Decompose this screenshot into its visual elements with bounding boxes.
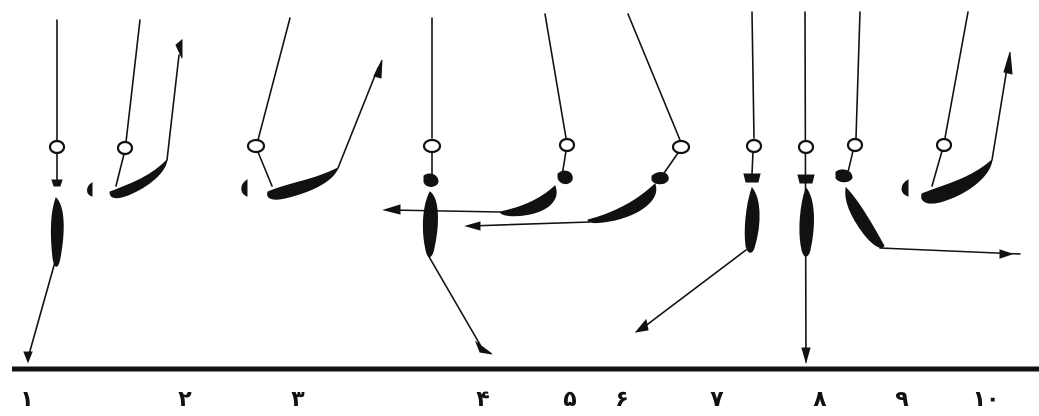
- frame-6-ring: [671, 139, 691, 155]
- frame-6-body: [587, 183, 657, 224]
- frame-4-head: [423, 173, 439, 187]
- frame-1-body: [50, 197, 64, 267]
- frame-9-link: [847, 150, 854, 173]
- frame-10-leg: [991, 61, 1009, 161]
- frame-label-5: ۵: [563, 387, 576, 412]
- frame-7-string: [751, 11, 755, 139]
- frame-label-4: ۴: [476, 387, 489, 412]
- frame-9-ring: [846, 137, 864, 153]
- frame-6-string: [627, 13, 681, 141]
- frame-label-3: ٣: [291, 387, 305, 412]
- frame-7-foot: [634, 318, 649, 333]
- frame-5-head: [557, 170, 573, 185]
- frame-6-head: [651, 172, 669, 185]
- frame-2-foot: [175, 38, 183, 59]
- frame-2: [87, 19, 183, 199]
- frame-1-head: [51, 179, 63, 187]
- frame-7: [634, 11, 763, 333]
- frame-10-ring: [935, 137, 953, 153]
- frame-8-body: [799, 186, 814, 257]
- frame-8-head: [797, 174, 815, 184]
- frame-7-leg: [639, 249, 747, 331]
- frame-3-link: [257, 151, 273, 187]
- frame-label-10: ١٠: [973, 387, 1000, 412]
- frame-3-body: [267, 166, 340, 200]
- frame-1-ring: [48, 139, 66, 155]
- frame-2-link: [115, 153, 125, 187]
- frame-7-body: [744, 186, 760, 253]
- frame-7-link: [751, 151, 754, 175]
- frame-6-link: [661, 152, 679, 177]
- frame-6-foot: [464, 221, 481, 231]
- frame-1-leg: [27, 261, 56, 359]
- frame-2-string: [125, 19, 141, 143]
- frame-7-head: [743, 173, 761, 183]
- frame-9: [835, 11, 1021, 259]
- frame-5-string: [544, 13, 567, 139]
- frame-10-foot: [1003, 51, 1013, 75]
- frame-5: [382, 13, 576, 217]
- frame-5-foot: [382, 204, 401, 215]
- frame-6-leg: [469, 221, 591, 227]
- frame-1-foot: [23, 351, 33, 364]
- frame-10-link: [931, 150, 943, 187]
- frame-3-string: [257, 17, 291, 141]
- frame-6: [464, 13, 691, 231]
- frame-3-leg: [337, 67, 379, 169]
- frame-3-head: [241, 179, 248, 197]
- frame-2-ring: [116, 140, 134, 156]
- frame-3: [241, 17, 383, 200]
- frame-9-leg: [879, 247, 1021, 255]
- frame-9-string: [855, 11, 861, 139]
- frame-10-head: [901, 179, 909, 197]
- frame-5-ring: [558, 137, 576, 153]
- frame-label-8: ٨: [813, 387, 827, 412]
- frame-10-string: [944, 11, 969, 139]
- frame-1: [23, 19, 66, 364]
- frame-3-ring: [246, 138, 266, 154]
- frame-9-foot: [999, 249, 1014, 259]
- frame-2-head: [87, 182, 93, 197]
- frame-8-string: [804, 11, 807, 363]
- frame-3-foot: [373, 59, 383, 79]
- frame-9-body: [845, 186, 885, 248]
- frame-4-ring: [422, 138, 442, 154]
- frame-4: [422, 17, 493, 355]
- frame-4-foot: [474, 340, 493, 355]
- frame-label-9: ٩: [895, 387, 908, 412]
- frame-4-leg: [427, 254, 483, 349]
- frame-label-7: ٧: [710, 387, 724, 412]
- frame-7-ring: [745, 138, 763, 154]
- frame-8: [797, 11, 815, 364]
- frame-label-2: ٢: [178, 387, 192, 412]
- frame-2-body: [109, 158, 168, 199]
- frame-10-body: [921, 158, 993, 204]
- frame-5-leg: [389, 209, 501, 213]
- frame-label-6: ۶: [615, 387, 628, 412]
- frame-8-ring: [797, 139, 815, 155]
- frame-5-body: [499, 185, 557, 217]
- frame-label-1: ١: [20, 387, 33, 412]
- frame-9-head: [835, 169, 853, 183]
- frame-4-body: [422, 191, 438, 257]
- frame-2-leg: [166, 54, 180, 161]
- frame-10: [901, 11, 1013, 204]
- frame-8-foot: [801, 347, 811, 364]
